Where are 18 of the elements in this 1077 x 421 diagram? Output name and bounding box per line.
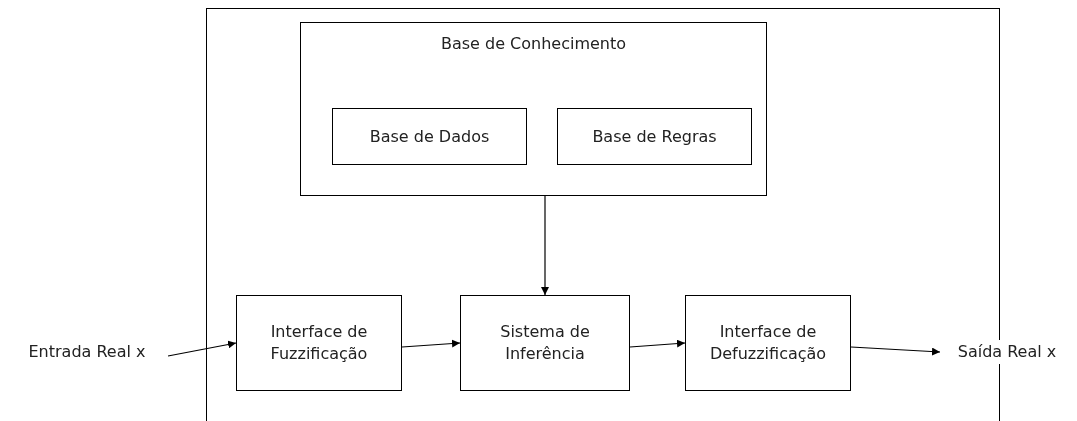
box-title: Base de Regras: [591, 125, 718, 148]
process-box: [460, 295, 630, 391]
arrow: [850, 346, 941, 356]
group-box: [300, 22, 767, 196]
arrow: [167, 340, 237, 357]
system-frame: [206, 8, 1000, 421]
process-box: [685, 295, 851, 391]
box-title: Base de Conhecimento: [439, 33, 628, 55]
box-title: Interface de Defuzzificação: [708, 321, 828, 365]
box-title: Sistema de Inferência: [499, 321, 591, 365]
arrow: [541, 195, 549, 296]
process-box: [332, 108, 527, 165]
box-title: Base de Dados: [368, 125, 491, 148]
process-box: [236, 295, 402, 391]
process-box: [557, 108, 752, 165]
box-title: Interface de Fuzzificação: [269, 321, 369, 365]
arrow: [401, 339, 461, 348]
arrow: [629, 339, 686, 348]
